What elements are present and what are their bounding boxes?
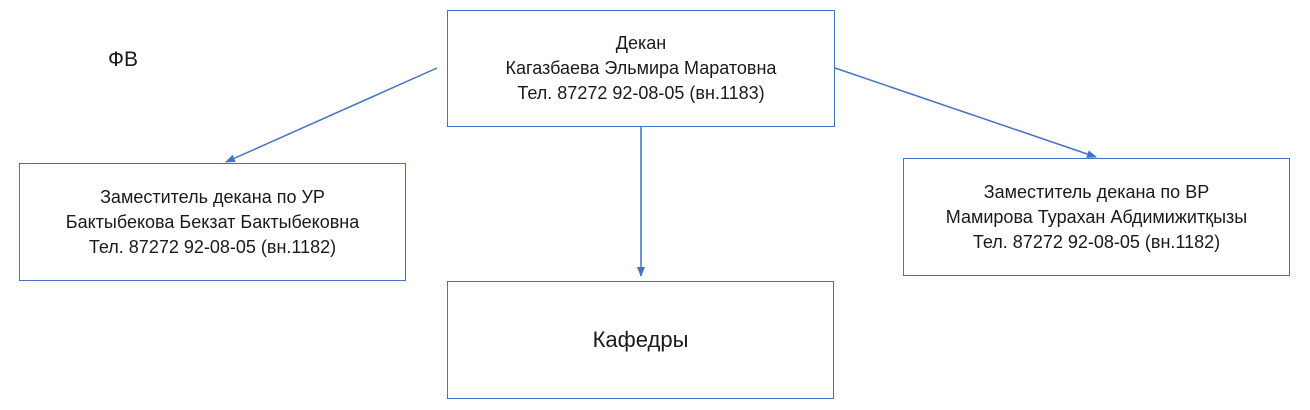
connector-dean-to-deputy-vr	[834, 67, 1097, 158]
deputy-dean-ur-box: Заместитель декана по УР Бактыбекова Бек…	[19, 163, 406, 281]
dean-phone: Тел. 87272 92-08-05 (вн.1183)	[517, 83, 765, 103]
dean-title: Декан	[615, 33, 667, 53]
deputy-dean-ur-phone: Тел. 87272 92-08-05 (вн.1182)	[88, 236, 337, 257]
faculty-label: ФВ	[108, 48, 138, 71]
deputy-dean-ur-name: Бактыбекова Бекзат Бактыбековна	[65, 211, 360, 232]
dean-box: Декан Кагазбаева Эльмира Маратовна Тел. …	[447, 10, 835, 127]
departments-label: Кафедры	[592, 327, 689, 352]
deputy-dean-vr-title: Заместитель декана по ВР	[983, 181, 1210, 202]
connector-dean-to-deputy-ur	[225, 67, 438, 163]
departments-box: Кафедры	[447, 281, 834, 399]
deputy-dean-vr-box: Заместитель декана по ВР Мамирова Тураха…	[903, 158, 1290, 276]
deputy-dean-vr-name: Мамирова Турахан Абдимижитқызы	[945, 206, 1248, 227]
dean-name: Кагазбаева Эльмира Маратовна	[505, 58, 777, 78]
deputy-dean-ur-title: Заместитель декана по УР	[100, 186, 325, 207]
deputy-dean-vr-phone: Тел. 87272 92-08-05 (вн.1182)	[972, 231, 1221, 252]
